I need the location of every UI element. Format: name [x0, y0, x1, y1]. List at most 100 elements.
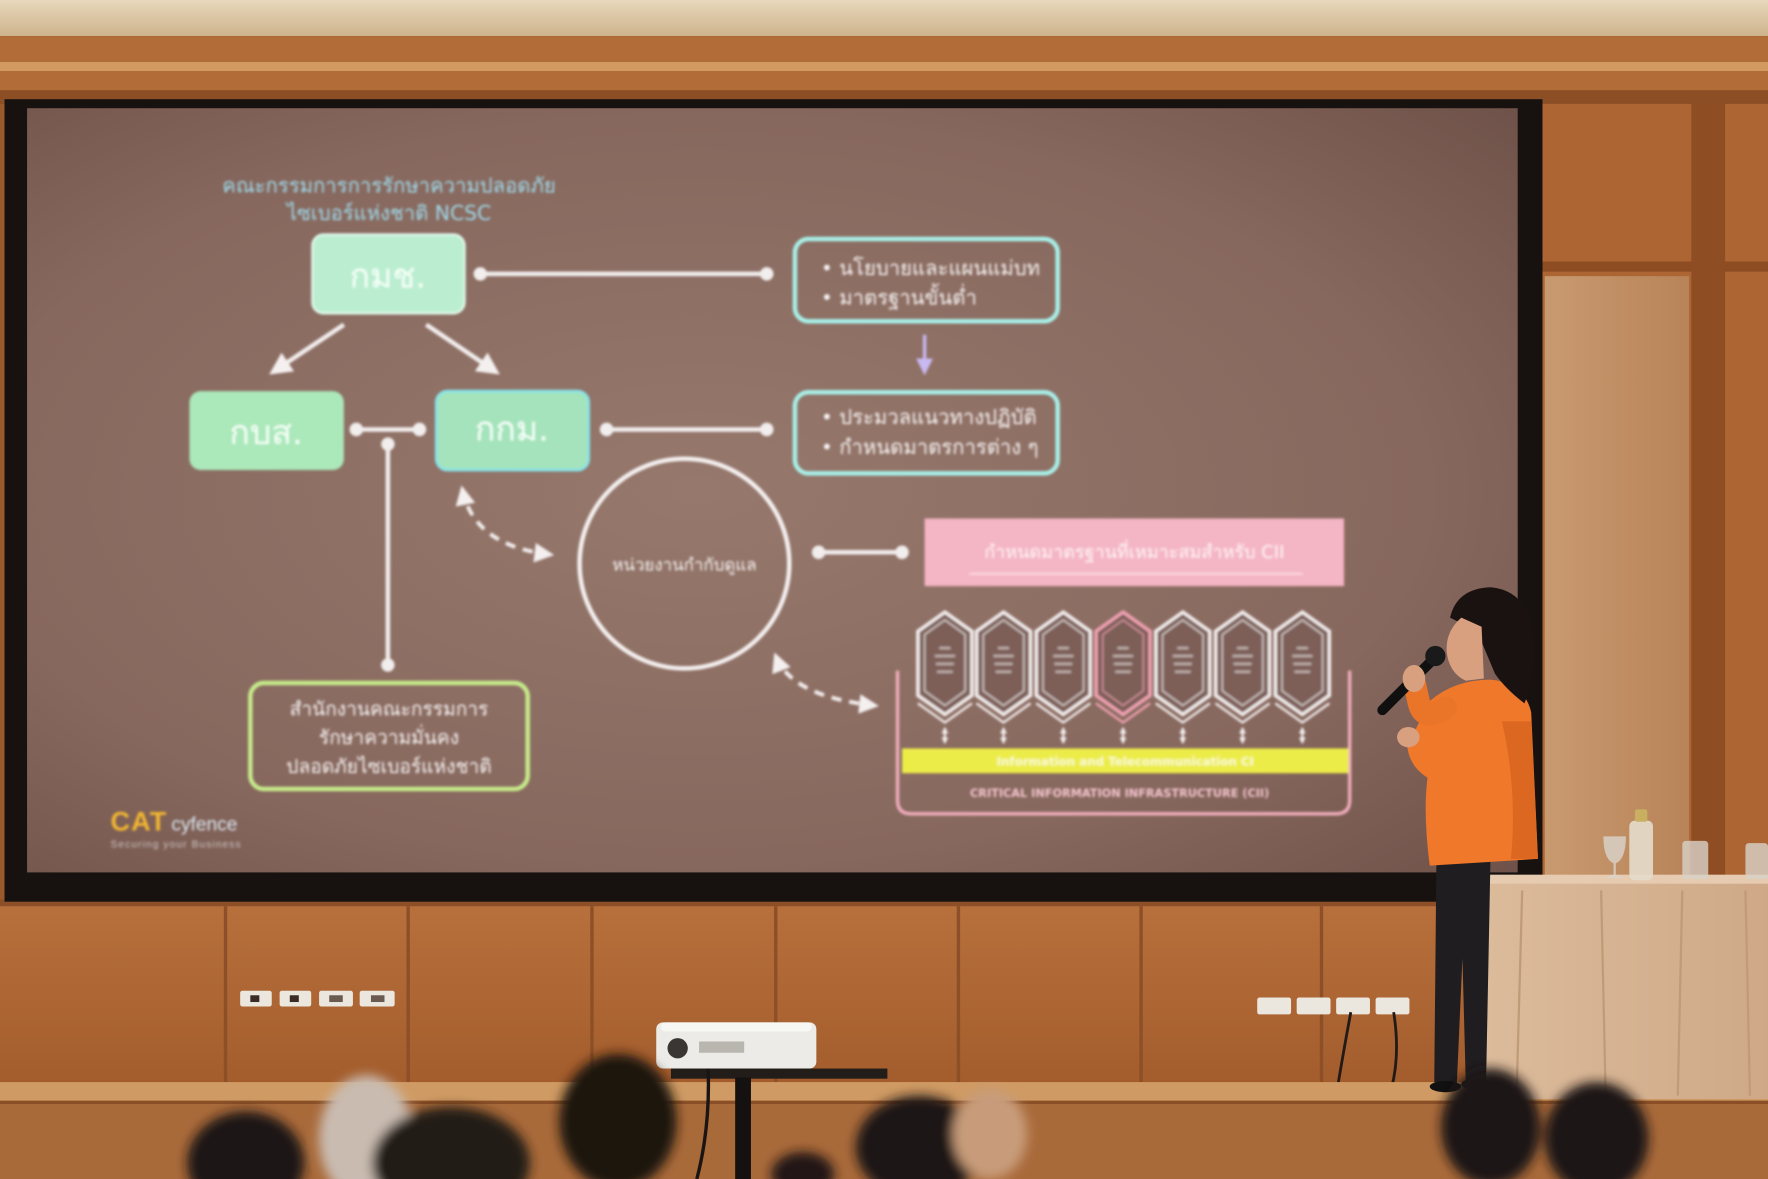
power-outlet: [1336, 997, 1370, 1015]
table-top-edge: [1471, 874, 1768, 884]
office-box-line: สำนักงานคณะกรรมการ: [290, 698, 489, 721]
node-ncsc: กมช.: [311, 233, 466, 315]
regulator-circle-label: หน่วยงานกำกับดูแล: [612, 554, 756, 575]
logo-tagline: Securing your Business: [111, 840, 242, 851]
regulator-circle: หน่วยงานกำกับดูแล: [577, 456, 792, 671]
table-cloth: [1471, 878, 1768, 1099]
sector-hexagon-inner: [1281, 619, 1324, 707]
audience-head: [559, 1053, 677, 1179]
presenter-pants: [1434, 850, 1491, 1085]
node-middle-box: [434, 389, 590, 472]
logo-name: cyfence: [171, 815, 237, 836]
sector-hexagon-chevron: [1214, 702, 1271, 724]
sector-bar-fill: [902, 748, 1349, 774]
water-bottle: [1629, 820, 1653, 881]
connector-dot: [759, 267, 774, 281]
sector-hexagon-chevron: [1274, 702, 1331, 724]
sector-hexagon: [916, 609, 974, 745]
sector-hexagon-label-blur: [993, 654, 1014, 658]
wall-pillar: [1691, 103, 1726, 893]
practice-box: • ประมวลแนวทางปฏิบัติ • กำหนดมาตรการต่าง…: [792, 389, 1060, 476]
projector-ports: [699, 1041, 745, 1053]
sector-hexagon-label-blur: [1233, 662, 1252, 666]
office-box-line: ปลอดภัยไซเบอร์แห่งชาติ: [286, 755, 491, 778]
sector-hexagon-label-blur: [994, 662, 1013, 666]
sector-hexagon-label-blur: [995, 670, 1012, 673]
lower-wall-top-trim: [0, 899, 1768, 907]
office-box: สำนักงานคณะกรรมการ รักษาความมั่นคง ปลอดภ…: [248, 680, 530, 792]
node-left-box: [189, 391, 344, 471]
sector-hexagon-chevron: [917, 702, 973, 724]
connector-dot: [895, 545, 909, 560]
sector-hexagon: [1213, 609, 1272, 745]
presenter-arm: [1403, 674, 1457, 726]
connector-dot: [473, 267, 488, 281]
node-left-label: กบส.: [229, 413, 302, 452]
projector-top: [660, 1022, 812, 1032]
node-middle-label: กกม.: [475, 410, 549, 449]
sector-bar-label: Information and Telecommunication CI: [997, 754, 1254, 768]
ceiling: [0, 0, 1768, 104]
sector-hexagon-label-blur: [1173, 662, 1192, 666]
sector-hexagon-label-blur: [1117, 646, 1129, 650]
wine-glass: [1603, 836, 1626, 879]
sector-hexagon-label-blur: [997, 646, 1010, 650]
logo-brand: CAT: [111, 807, 168, 837]
sector-hexagon-inner: [1161, 619, 1204, 707]
policy-box: • นโยบายและแผนแม่บท • มาตรฐานขั้นต่ำ: [792, 236, 1060, 324]
connector-dot: [759, 422, 774, 437]
audience-head: [771, 1151, 835, 1179]
audience: [187, 1053, 1649, 1179]
stage-edge: [0, 1082, 1768, 1103]
cii-container: Information and Telecommunication CI CRI…: [895, 609, 1352, 816]
outlet-socket: [329, 995, 343, 1003]
outlet-socket: [250, 995, 260, 1003]
right-wall: [0, 103, 1768, 904]
cloth-fold: [1676, 890, 1684, 1096]
presenter-hand-lower: [1397, 727, 1420, 748]
node-left: กบส.: [189, 391, 344, 471]
sector-hexagon-label-blur: [1293, 662, 1312, 666]
slide-title-line1: คณะกรรมการการรักษาความปลอดภัย: [222, 174, 555, 198]
sector-hexagon: [1154, 609, 1212, 745]
sector-hexagon-label-blur: [939, 646, 951, 650]
power-cable: [1335, 1011, 1353, 1090]
slide-diagram: คณะกรรมการการรักษาความปลอดภัย ไซเบอร์แห่…: [111, 174, 1352, 851]
node-middle: กกม.: [434, 389, 590, 472]
sector-hexagon-label-blur: [1234, 670, 1251, 673]
practice-box-line: • ประมวลแนวทางปฏิบัติ: [821, 405, 1037, 429]
sector-hexagon-inner: [1102, 619, 1145, 707]
audience-head: [372, 1106, 530, 1179]
sector-hexagon-inner: [923, 619, 966, 707]
sector-hexagon: [974, 609, 1033, 745]
sector-hexagon: [1094, 609, 1152, 745]
sector-hexagon-label-blur: [1112, 654, 1134, 658]
sector-hexagon-inner: [982, 619, 1025, 707]
connector-dot: [349, 422, 364, 437]
sector-hexagon-label-blur: [1172, 654, 1193, 658]
standard-bar-fill: [924, 518, 1345, 587]
node-ncsc-label: กมช.: [350, 256, 426, 295]
standard-bar: กำหนดมาตรฐานที่เหมาะสมสำหรับ CII: [924, 518, 1345, 587]
projector-stand-pole: [735, 1077, 751, 1179]
connector-dot: [381, 437, 395, 451]
sector-hexagon-chevron: [1035, 702, 1091, 724]
connector-dot: [412, 422, 427, 437]
arrow-top-to-middle: [424, 322, 500, 375]
power-outlets-left: [240, 990, 395, 1007]
slide-title-line2: ไซเบอร์แห่งชาติ NCSC: [285, 201, 491, 225]
slide-area: [27, 108, 1518, 873]
sector-hexagon-label-blur: [1114, 662, 1133, 666]
practice-box-outline: [792, 389, 1060, 476]
sector-hexagon-label-blur: [1174, 670, 1191, 673]
sector-hexagon-label-blur: [1054, 662, 1073, 666]
standard-bar-label: กำหนดมาตรฐานที่เหมาะสมสำหรับ CII: [984, 539, 1284, 563]
regulator-circle-outline: [577, 456, 792, 671]
outlet-socket: [370, 995, 385, 1003]
connector-dot: [381, 658, 395, 672]
sector-hexagons: [916, 609, 1332, 745]
sector-hexagon-label-blur: [1115, 670, 1131, 673]
sector-hexagon-label-blur: [935, 662, 954, 666]
office-box-line: รักษาความมั่นคง: [319, 724, 459, 749]
